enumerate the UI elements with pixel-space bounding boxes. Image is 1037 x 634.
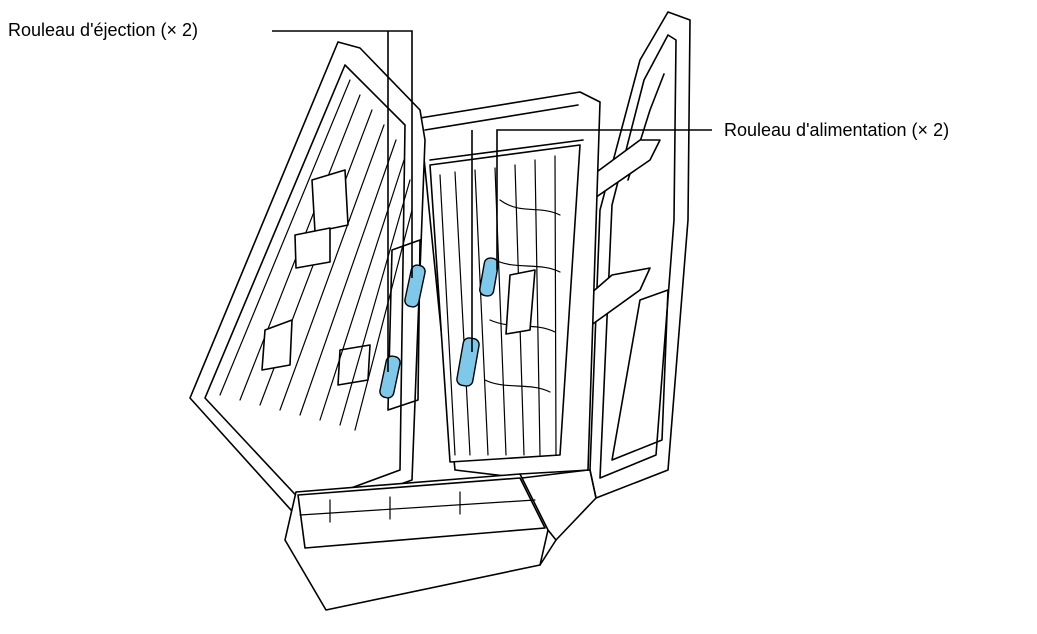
scanner-base [285,474,548,610]
eject-roller-label: Rouleau d'éjection (× 2) [8,20,198,40]
feed-roller-label: Rouleau d'alimentation (× 2) [724,120,949,140]
